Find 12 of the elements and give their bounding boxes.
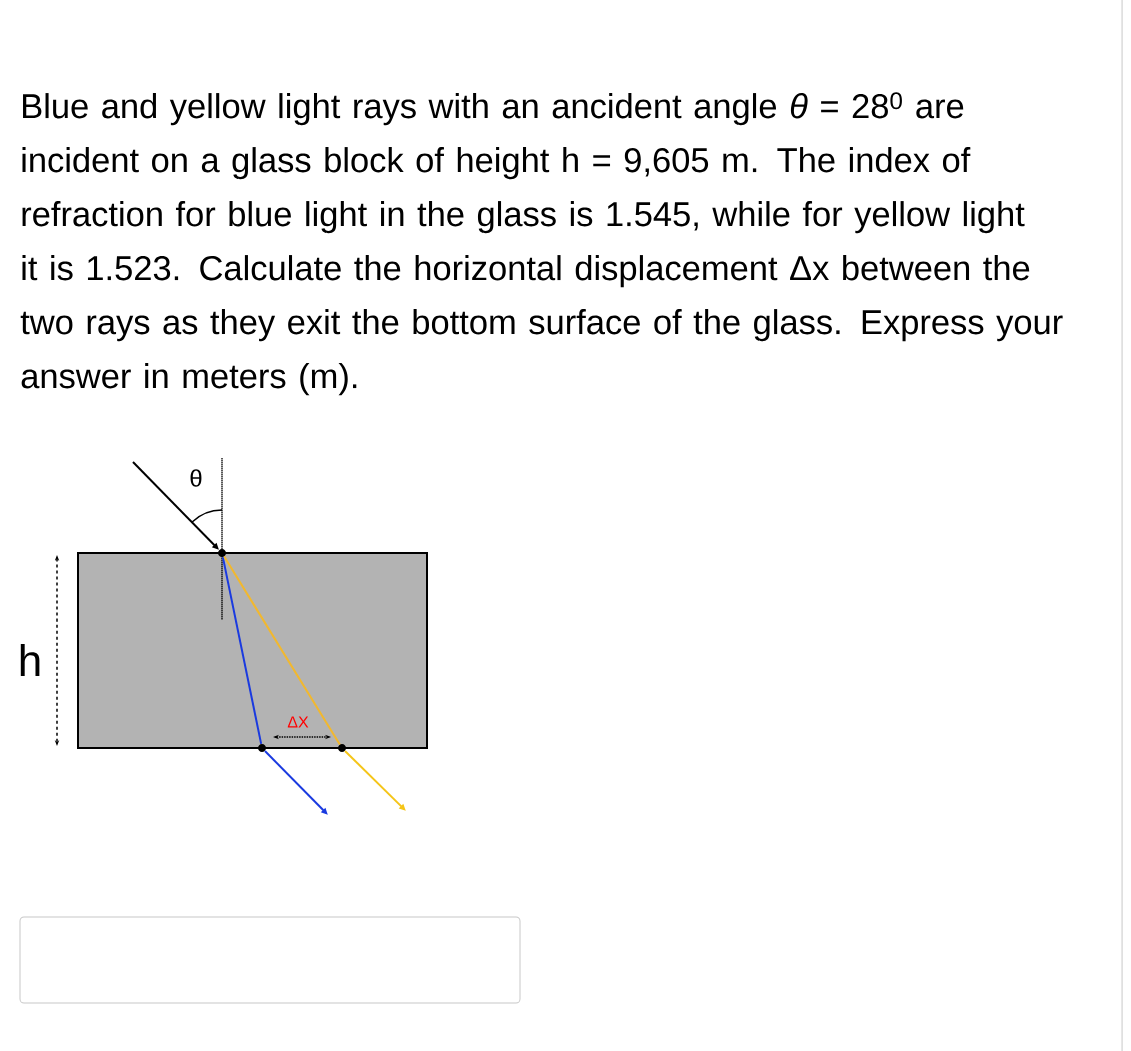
light-ray [263,750,328,815]
dimension-label: h [20,644,40,676]
ray-point [218,549,226,557]
ray-point [258,744,266,752]
ray-point [338,744,346,752]
light-ray [344,749,406,811]
angle-label: θ [190,469,202,487]
problem-text: Blue and yellow light rays with an ancident angle θ = 28$^{0}$ are incident on a glass block of height h = 9,605 m. The index of refraction for blue light in the glass is 1.545, while for yellow light it is 1.523. Calculate the horizontal displacement Δx between the two rays as they exit the bottom surface of the glass. Express your answer in meters (m). [20,92,1063,396]
light-ray [223,555,341,746]
dimension-label: ΔX [287,716,309,728]
light-ray [132,461,219,550]
light-ray [221,556,263,745]
